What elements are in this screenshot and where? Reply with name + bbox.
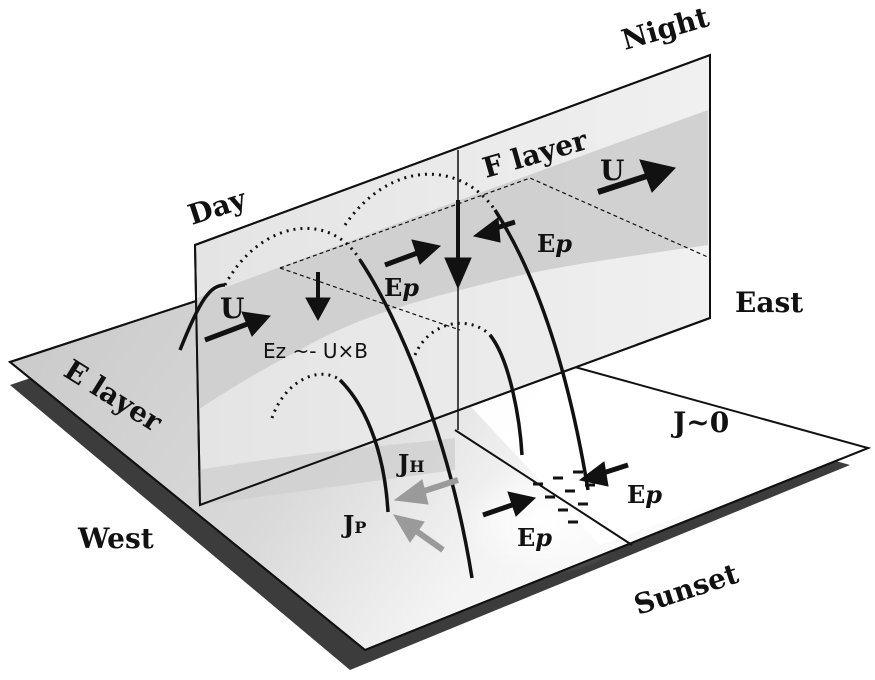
ep-bottom-main: E: [517, 523, 535, 552]
field-line-solid-1: [178, 283, 226, 351]
label-sunset: Sunset: [630, 557, 742, 622]
ep-top-left-sub: p: [402, 273, 419, 302]
label-ep-top-left: Ep: [384, 273, 419, 302]
label-ep-bottom: Ep: [517, 523, 552, 552]
ep-top-left-main: E: [384, 273, 402, 302]
charge-marks: [533, 470, 595, 524]
ep-bottom-right-main: E: [627, 480, 645, 509]
u-left-arrow: [241, 311, 271, 337]
jh-sub: H: [409, 457, 424, 476]
ep-top-left-arrow: [411, 239, 442, 265]
ep-bottom-right-sub: p: [645, 480, 662, 509]
label-ep-bottom-right: Ep: [627, 480, 662, 509]
label-west: West: [77, 522, 154, 555]
jp-main: J: [341, 510, 354, 539]
label-u-left: U: [220, 292, 244, 325]
ep-top-right-main: E: [537, 229, 555, 258]
label-jp: JP: [341, 510, 366, 539]
jh-arrow: [393, 479, 429, 505]
black-arrows: [204, 159, 676, 518]
label-jh: JH: [396, 449, 424, 478]
label-u-right: U: [600, 154, 624, 187]
ep-bottom-sub: p: [535, 523, 552, 552]
terminator-down-arrow: [444, 257, 472, 290]
ep-top-right-sub: p: [555, 229, 572, 258]
label-night: Night: [618, 0, 713, 56]
label-east: East: [735, 286, 803, 319]
jp-arrow: [392, 514, 425, 543]
ez-down-arrow: [305, 297, 331, 322]
label-ep-top-right: Ep: [537, 229, 572, 258]
current-arrows: [392, 477, 459, 553]
label-ez-formula: Ez ~- U×B: [263, 339, 368, 363]
field-line-solid-4: [338, 378, 390, 513]
terminator-floor-line: [454, 429, 633, 546]
u-right-arrow: [639, 159, 676, 193]
e-region-band: [198, 438, 455, 505]
field-line-solid-2: [358, 259, 474, 579]
ep-top-right-arrow: [472, 217, 501, 243]
label-j-zero: J~0: [670, 406, 729, 439]
ep-bottom-right-arrow: [578, 461, 609, 487]
field-line-solid-3: [493, 209, 590, 491]
jh-main: J: [396, 449, 409, 478]
field-line-solid-5: [488, 333, 524, 456]
field-line-dotted-1: [223, 226, 362, 286]
jp-sub: P: [354, 518, 366, 537]
sunset-glow: [460, 465, 630, 575]
label-day: Day: [184, 182, 251, 232]
ep-bottom-arrow: [507, 491, 537, 517]
